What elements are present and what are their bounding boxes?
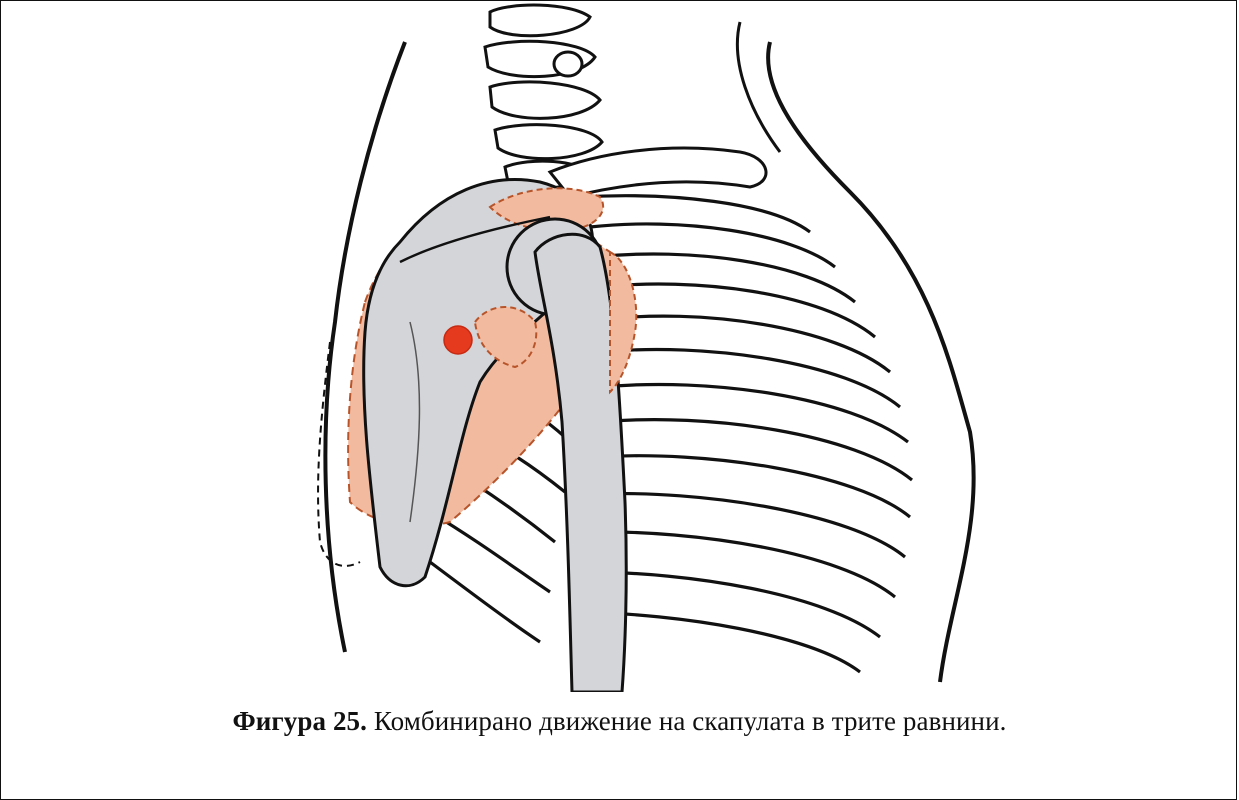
figure-caption: Фигура 25. Комбинирано движение на скапу… — [0, 706, 1239, 737]
scapula-rib-cage-illustration — [250, 2, 1010, 692]
rotation-center-marker — [444, 326, 472, 354]
scapula-figure — [250, 2, 1010, 692]
body-outline-right — [768, 42, 974, 682]
clavicle — [550, 148, 766, 197]
humerus-shadow — [610, 252, 636, 392]
figure-label: Фигура 25. — [232, 706, 367, 736]
caption-text: Комбинирано движение на скапулата в трит… — [374, 706, 1007, 736]
